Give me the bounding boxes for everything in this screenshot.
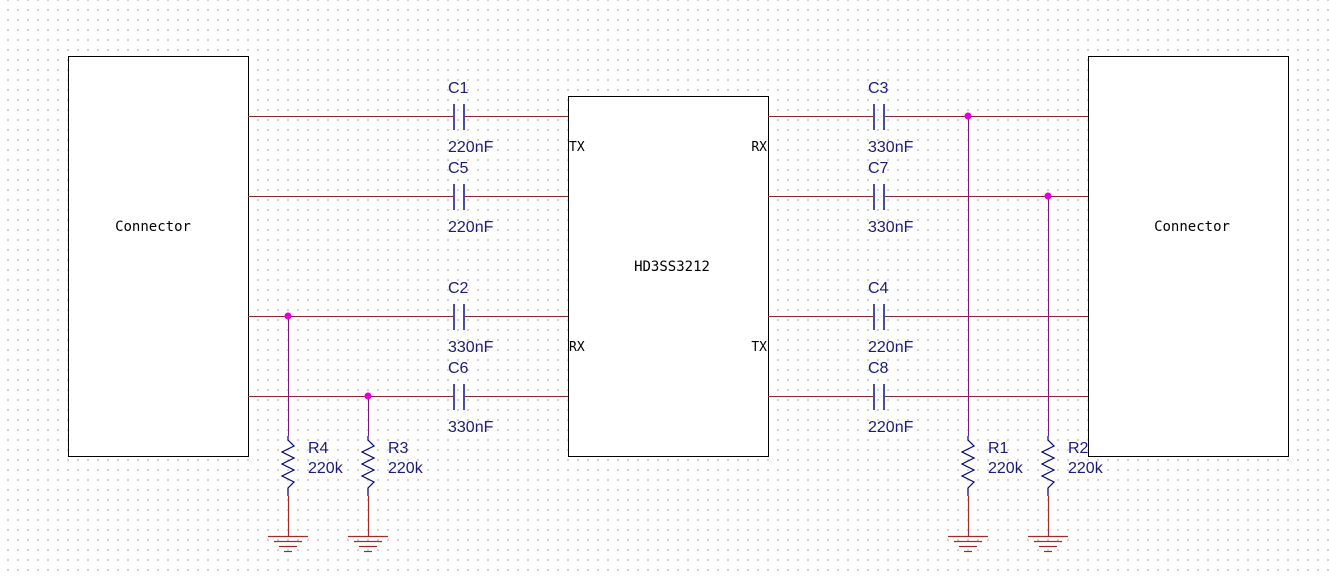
junction-dot <box>364 392 372 400</box>
resistor-r4-ref: R4 <box>308 440 329 457</box>
capacitor-c7-ref: C7 <box>868 160 889 177</box>
ground-icon <box>1028 535 1068 553</box>
junction-dot <box>284 312 292 320</box>
capacitor-c8-value: 220nF <box>868 419 914 436</box>
capacitor-c4-value: 220nF <box>868 339 914 356</box>
ground-icon <box>268 535 308 553</box>
chip-pin-right-bottom: TX <box>751 340 767 355</box>
capacitor-c5-value: 220nF <box>448 219 494 236</box>
chip-pin-left-bottom: RX <box>569 340 585 355</box>
capacitor-c5-symbol[interactable] <box>453 184 465 210</box>
chip-pin-right-top: RX <box>751 140 767 155</box>
left-connector-label: Connector <box>115 219 191 235</box>
resistor-r4-value: 220k <box>308 460 344 477</box>
capacitor-c6-symbol[interactable] <box>453 384 465 410</box>
junction-dot <box>964 112 972 120</box>
capacitor-c3-ref: C3 <box>868 80 889 97</box>
capacitor-c3-symbol[interactable] <box>873 104 885 130</box>
capacitor-c3-value: 330nF <box>868 139 914 156</box>
hd3ss3212-chip-block[interactable] <box>568 96 769 457</box>
resistor-r3-ref: R3 <box>388 440 409 457</box>
right-connector-block[interactable] <box>1088 56 1289 457</box>
capacitor-c7-symbol[interactable] <box>873 184 885 210</box>
capacitor-c6-value: 330nF <box>448 419 494 436</box>
resistor-r4-symbol[interactable] <box>280 436 296 496</box>
capacitor-c4-ref: C4 <box>868 280 889 297</box>
capacitor-c2-symbol[interactable] <box>453 304 465 330</box>
chip-pin-left-top: TX <box>569 140 585 155</box>
ground-icon <box>948 535 988 553</box>
resistor-r3-value: 220k <box>388 460 424 477</box>
capacitor-c5-ref: C5 <box>448 160 469 177</box>
resistor-r2-value: 220k <box>1068 460 1104 477</box>
capacitor-c1-symbol[interactable] <box>453 104 465 130</box>
resistor-r2-symbol[interactable] <box>1040 436 1056 496</box>
right-connector-label: Connector <box>1154 219 1230 235</box>
resistor-r3-symbol[interactable] <box>360 436 376 496</box>
capacitor-c2-value: 330nF <box>448 339 494 356</box>
resistor-r1-symbol[interactable] <box>960 436 976 496</box>
junction-dot <box>1044 192 1052 200</box>
capacitor-c4-symbol[interactable] <box>873 304 885 330</box>
left-connector-block[interactable] <box>68 56 249 457</box>
ground-icon <box>348 535 388 553</box>
chip-label: HD3SS3212 <box>634 259 710 275</box>
resistor-r2-ref: R2 <box>1068 440 1089 457</box>
capacitor-c6-ref: C6 <box>448 360 469 377</box>
capacitor-c8-ref: C8 <box>868 360 889 377</box>
capacitor-c7-value: 330nF <box>868 219 914 236</box>
capacitor-c2-ref: C2 <box>448 280 469 297</box>
resistor-r1-ref: R1 <box>988 440 1009 457</box>
capacitor-c1-value: 220nF <box>448 139 494 156</box>
resistor-r1-value: 220k <box>988 460 1024 477</box>
capacitor-c8-symbol[interactable] <box>873 384 885 410</box>
capacitor-c1-ref: C1 <box>448 80 469 97</box>
